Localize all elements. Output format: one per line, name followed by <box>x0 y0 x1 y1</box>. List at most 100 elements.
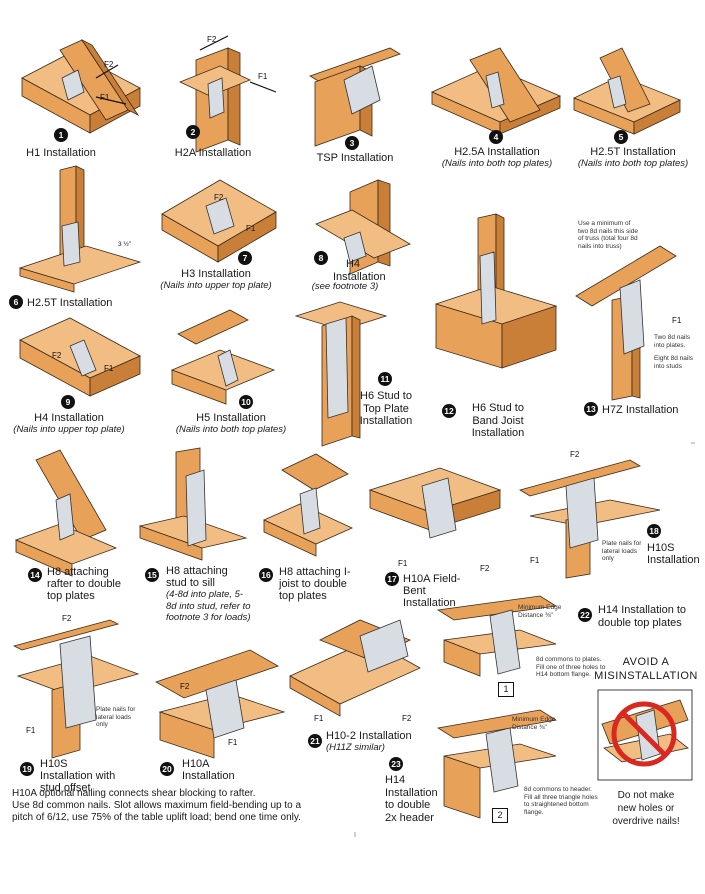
badge-3: 3 <box>345 136 359 150</box>
note-h7z-top: Use a minimum of two 8d nails this side … <box>578 220 638 250</box>
illustration-h10-2 <box>289 619 421 717</box>
illustration-h3 <box>161 179 277 263</box>
subtitle-9: (Nails into upper top plate) <box>13 424 125 435</box>
title-1: H1 Installation <box>26 147 96 159</box>
badge-20: 20 <box>160 762 174 776</box>
dimension-label: 3 ½" <box>118 241 132 248</box>
note-h7z-eight-nails: Eight 8d nails into studs <box>654 355 694 370</box>
subtitle-7: (Nails into upper top plate) <box>160 280 272 291</box>
title-18: H10S Installation <box>647 542 700 566</box>
force-label-f2-h10-2: F2 <box>402 714 412 723</box>
force-label-f2-h10s-offset: F2 <box>62 614 72 623</box>
force-label-f1-h10s: F1 <box>530 556 540 565</box>
title-17: H10A Field-Bent Installation <box>403 573 461 609</box>
illustration-h10a-field-bent <box>368 467 502 539</box>
badge-16: 16 <box>259 568 273 582</box>
title-7: H3 Installation <box>181 268 251 280</box>
illustration-h8-rafter <box>14 449 118 577</box>
illustration-h8-ijoist <box>263 453 353 557</box>
illustration-h2-5a <box>431 47 562 135</box>
title-10: H5 Installation <box>196 412 266 424</box>
force-label-f2-h10a-bent: F2 <box>480 564 490 573</box>
force-label-f1-h10s-offset: F1 <box>26 726 36 735</box>
subtitle-15: (4-8d into plate, 5-8d into stud, refer … <box>166 589 251 623</box>
badge-7: 7 <box>238 251 252 265</box>
force-label-f1-h7z: F1 <box>672 316 682 325</box>
note-min-edge-2: Minimum Edge Distance ⅜" <box>512 716 556 731</box>
note-min-edge-1: Minimum Edge Distance ⅜" <box>518 604 562 619</box>
title-3: TSP Installation <box>316 152 394 164</box>
note-plate-nails-h10s: Plate nails for lateral loads only <box>602 540 642 562</box>
title-6: H2.5T Installation <box>27 297 113 309</box>
subtitle-10: (Nails into both top plates) <box>175 424 287 435</box>
title-19: H10S Installation with stud offset <box>40 758 116 794</box>
force-label-f1-h3: F1 <box>246 224 256 233</box>
illustration-h10s <box>518 459 661 579</box>
footer-line-3: pitch of 6/12, use 75% of the table upli… <box>12 812 301 823</box>
badge-12: 12 <box>442 404 456 418</box>
title-11: H6 Stud to Top Plate Installation <box>359 390 413 427</box>
illustration-h2-5t-a <box>573 47 681 135</box>
title-21: H10-2 Installation <box>326 730 412 742</box>
title-2: H2A Installation <box>174 147 252 159</box>
avoid-title-line2: MISINSTALLATION <box>594 670 698 682</box>
illustration-h14-a <box>436 595 558 677</box>
avoid-text-line2: new holes or <box>617 803 675 814</box>
badge-4: 4 <box>489 130 503 144</box>
illustration-tsp <box>309 47 401 147</box>
force-label-f1-h10a-bent: F1 <box>398 559 408 568</box>
illustration-h6-band-joist <box>434 213 558 369</box>
illustration-h6-top-plate <box>294 301 388 447</box>
title-15: H8 attaching stud to sill <box>166 565 228 589</box>
force-label-f1-h10a: F1 <box>228 738 238 747</box>
note-h14-plates: 8d commons to plates. Fill one of three … <box>536 656 606 678</box>
force-label-f1-h1: F1 <box>100 93 110 102</box>
title-9: H4 Installation <box>34 412 104 424</box>
illustration-h1 <box>21 38 141 134</box>
badge-18: 18 <box>647 524 661 538</box>
illustration-h4-b <box>19 317 141 397</box>
footer-line-1: H10A optional nailing connects shear blo… <box>12 788 256 799</box>
badge-17: 17 <box>385 572 399 586</box>
illustration-h7z <box>575 245 677 401</box>
badge-6: 6 <box>9 295 23 309</box>
force-label-f2-h1: F2 <box>104 60 114 69</box>
title-8: H4 Installation <box>333 258 386 283</box>
badge-9: 9 <box>61 395 75 409</box>
badge-21: 21 <box>308 734 322 748</box>
illustration-h10a <box>155 649 286 759</box>
badge-19: 19 <box>20 762 34 776</box>
force-label-f1-h4: F1 <box>104 364 114 373</box>
box-label-2: 2 <box>492 808 508 823</box>
badge-14: 14 <box>28 568 42 582</box>
illustration-h8-stud <box>138 447 248 561</box>
title-23: H14 Installation to double 2x header <box>385 774 438 824</box>
illustration-h2-5t-b <box>18 165 142 293</box>
illustration-h10s-offset <box>12 619 140 759</box>
title-13: H7Z Installation <box>602 404 679 416</box>
avoid-misinstallation-graphic <box>597 689 693 781</box>
badge-2: 2 <box>186 125 200 139</box>
force-label-f2-h4: F2 <box>52 351 62 360</box>
illustration-h2a <box>178 35 277 153</box>
force-label-f1-h2a: F1 <box>258 72 268 81</box>
title-22: H14 Installation to double top plates <box>598 604 687 629</box>
badge-5: 5 <box>614 130 628 144</box>
force-label-f2-h10a: F2 <box>180 682 190 691</box>
title-14: H8 attaching rafter to double top plates <box>47 566 121 602</box>
title-16: H8 attaching I-joist to double top plate… <box>279 566 351 602</box>
subtitle-21: (H11Z similar) <box>326 742 385 753</box>
force-label-f2-h3: F2 <box>214 193 224 202</box>
title-20: H10A Installation <box>182 758 235 782</box>
subtitle-8: (see footnote 3) <box>311 281 379 292</box>
avoid-text-line3: overdrive nails! <box>612 816 680 827</box>
footer-line-2: Use 8d common nails. Slot allows maximum… <box>12 800 302 811</box>
subtitle-4: (Nails into both top plates) <box>441 158 553 169</box>
badge-1: 1 <box>54 128 68 142</box>
badge-15: 15 <box>145 568 159 582</box>
force-label-f1-h10-2: F1 <box>314 714 324 723</box>
title-12: H6 Stud to Band Joist Installation <box>471 402 525 439</box>
badge-23: 23 <box>389 757 403 771</box>
illustration-h4-a <box>315 179 411 275</box>
